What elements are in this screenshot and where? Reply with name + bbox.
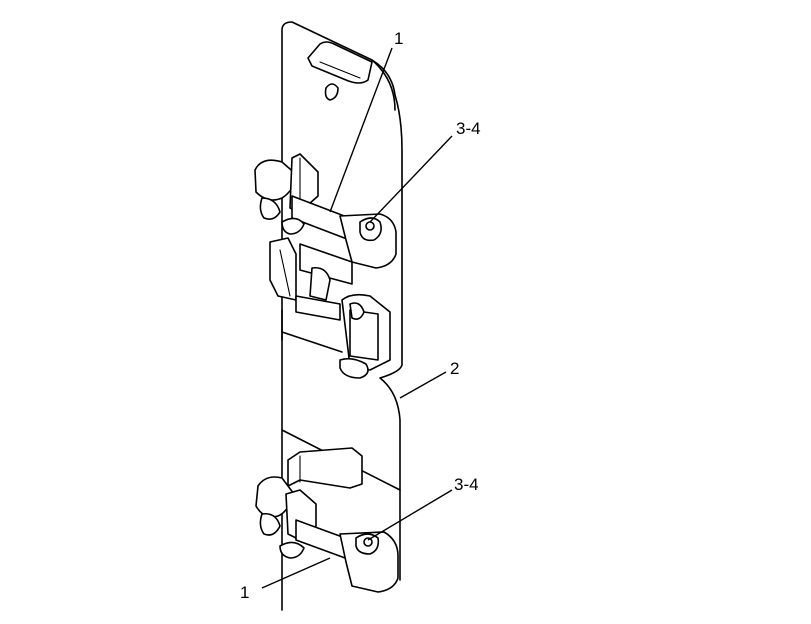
callout-top-3-4: 3-4	[456, 119, 481, 138]
leader-top-1	[329, 47, 393, 213]
middle-latch	[269, 237, 353, 321]
top-tab	[307, 41, 373, 101]
leader-top-3-4	[369, 135, 453, 223]
middle-bracket	[281, 293, 391, 379]
mounting-plate	[281, 21, 403, 611]
leader-bottom-3-4	[367, 489, 453, 541]
callout-mid-2: 2	[450, 359, 459, 378]
leader-mid-2	[399, 371, 447, 399]
callout-top-1: 1	[394, 29, 403, 48]
leader-bottom-1	[261, 557, 331, 589]
upper-hinge-assembly	[254, 153, 397, 269]
lower-hinge-assembly	[255, 447, 399, 593]
callout-bottom-3-4: 3-4	[454, 475, 479, 494]
callout-bottom-1: 1	[240, 583, 249, 602]
